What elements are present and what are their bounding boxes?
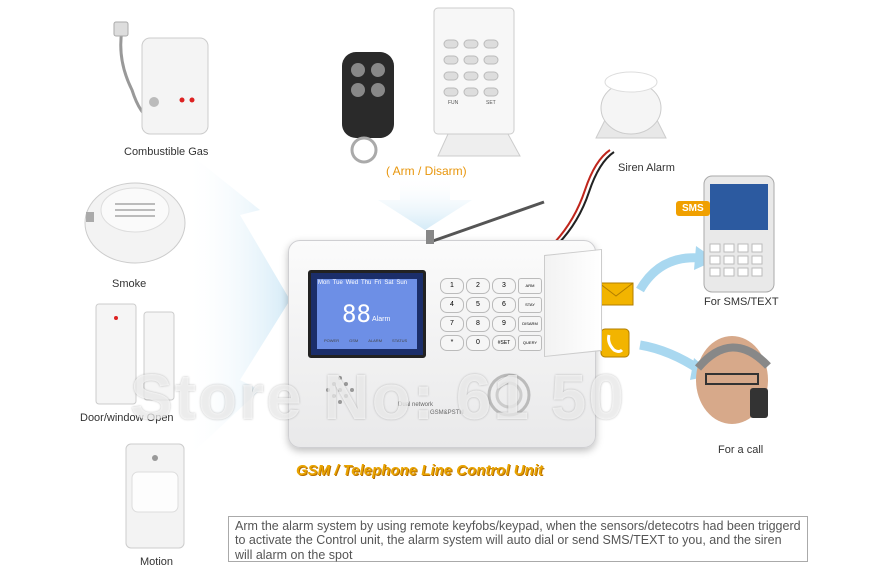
label-arm-disarm: ( Arm / Disarm) bbox=[386, 164, 467, 178]
unit-keypad: 1 2 3 ARM 4 5 6 STAY 7 8 9 DISARM * 0 #S… bbox=[440, 278, 544, 351]
led-alarm: ALARM bbox=[368, 338, 383, 343]
remote-keyfob-icon bbox=[342, 52, 394, 164]
key: 7 bbox=[440, 316, 464, 332]
lcd-day: Tue bbox=[332, 280, 343, 286]
brand-line2: GSM&PSTN bbox=[430, 410, 464, 416]
smoke-detector-icon bbox=[84, 182, 186, 264]
envelope-icon bbox=[598, 282, 634, 306]
lcd-day: Wed bbox=[345, 280, 359, 286]
key: STAY bbox=[518, 297, 542, 313]
unit-side-flap bbox=[544, 248, 602, 358]
lcd-day: Mon bbox=[318, 280, 330, 286]
key: #SET bbox=[492, 335, 516, 351]
watermark: Store No: 61 50 bbox=[130, 361, 626, 433]
key: 0 bbox=[466, 335, 490, 351]
key: 9 bbox=[492, 316, 516, 332]
key: 8 bbox=[466, 316, 490, 332]
lcd-day: Thu bbox=[361, 280, 372, 286]
speaker-ring-icon bbox=[487, 373, 531, 417]
led-gsm: GSM bbox=[349, 338, 359, 343]
phone-receiver-icon bbox=[600, 328, 630, 358]
lcd-days: Mon Tue Wed Thu Fri Sat Sun bbox=[318, 280, 407, 286]
key: QUERY bbox=[518, 335, 542, 351]
sensor-flow-arrow bbox=[185, 150, 290, 460]
key: DISARM bbox=[518, 316, 542, 332]
key: 4 bbox=[440, 297, 464, 313]
key: 3 bbox=[492, 278, 516, 294]
smartphone-icon bbox=[703, 175, 775, 293]
siren-wire bbox=[554, 149, 611, 243]
brand-line1: Dual network bbox=[398, 402, 434, 408]
lcd-day: Fri bbox=[374, 280, 382, 286]
description-box: Arm the alarm system by using remote key… bbox=[228, 516, 808, 562]
key: 5 bbox=[466, 297, 490, 313]
antenna bbox=[426, 200, 545, 244]
lcd-alarm-label: Alarm bbox=[372, 316, 391, 323]
keypad-set-key: SET bbox=[486, 100, 496, 106]
control-unit-title: GSM / Telephone Line Control Unit bbox=[296, 462, 543, 479]
wireless-keypad-icon bbox=[433, 7, 521, 157]
label-call: For a call bbox=[718, 444, 764, 456]
label-gas: Combustible Gas bbox=[124, 146, 209, 158]
led-status: STATUS bbox=[392, 338, 408, 343]
motion-sensor-icon bbox=[125, 443, 185, 549]
sms-badge: SMS bbox=[676, 201, 710, 216]
keypad-flow-arrow bbox=[378, 175, 472, 230]
lcd-digits: 88 bbox=[342, 300, 371, 328]
label-siren: Siren Alarm bbox=[618, 162, 675, 174]
person-on-call-icon bbox=[694, 336, 771, 424]
label-smoke: Smoke bbox=[112, 278, 147, 290]
led-power: POWER bbox=[324, 338, 340, 343]
gas-detector-icon bbox=[113, 21, 209, 135]
siren-icon bbox=[595, 71, 667, 139]
keypad-fun-key: FUN bbox=[448, 100, 459, 106]
speaker-grille-icon bbox=[326, 376, 354, 404]
lcd-display bbox=[308, 270, 426, 358]
status-leds: POWER GSM ALARM STATUS bbox=[324, 338, 407, 343]
key: 6 bbox=[492, 297, 516, 313]
door-window-sensor-icon bbox=[95, 303, 175, 405]
label-door: Door/window Open bbox=[80, 412, 174, 424]
lcd-day: Sat bbox=[384, 280, 394, 286]
lcd-day: Sun bbox=[396, 280, 408, 286]
key: * bbox=[440, 335, 464, 351]
key: 2 bbox=[466, 278, 490, 294]
label-motion: Motion bbox=[140, 556, 174, 568]
label-sms: For SMS/TEXT bbox=[704, 296, 779, 308]
key: 1 bbox=[440, 278, 464, 294]
sms-arrow bbox=[636, 253, 701, 293]
key: ARM bbox=[518, 278, 542, 294]
